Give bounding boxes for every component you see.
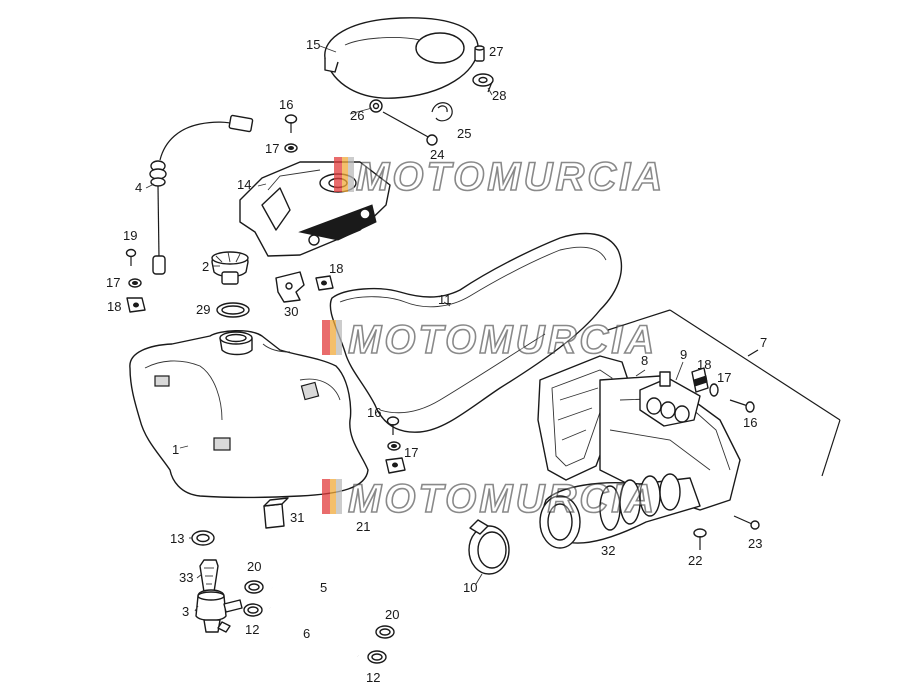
callout-30: 30 bbox=[284, 304, 298, 319]
callout-4: 4 bbox=[135, 180, 142, 195]
callout-17-right: 17 bbox=[717, 370, 731, 385]
part-25-clip bbox=[431, 102, 453, 122]
callout-31: 31 bbox=[290, 510, 304, 525]
callout-7: 7 bbox=[760, 335, 767, 350]
callout-26: 26 bbox=[350, 108, 364, 123]
callout-27: 27 bbox=[489, 44, 503, 59]
callout-12-right: 12 bbox=[366, 670, 380, 685]
callout-labels: 15 27 28 26 25 24 16 17 4 14 19 17 18 2 … bbox=[106, 37, 767, 685]
part-12-clamp-right bbox=[367, 650, 387, 664]
part-27-bushing bbox=[474, 45, 485, 62]
callout-16-top: 16 bbox=[279, 97, 293, 112]
callout-17-top: 17 bbox=[265, 141, 279, 156]
callout-33: 33 bbox=[179, 570, 193, 585]
part-16-bolt-right bbox=[729, 399, 755, 413]
part-29-gasket bbox=[216, 302, 250, 318]
part-5-hose bbox=[271, 586, 381, 633]
watermark-bottom: MOTOMURCIA bbox=[322, 476, 657, 522]
part-4-fuel-sensor bbox=[149, 114, 254, 275]
part-7-assembly-bracket bbox=[607, 309, 841, 477]
part-19-screw bbox=[125, 248, 137, 266]
callout-8: 8 bbox=[641, 353, 648, 368]
watermark-text: MOTOMURCIA bbox=[348, 477, 657, 521]
part-2-fuel-cap bbox=[211, 251, 249, 285]
callout-21: 21 bbox=[356, 519, 370, 534]
callout-15: 15 bbox=[306, 37, 320, 52]
callout-28: 28 bbox=[492, 88, 506, 103]
part-24-bolt bbox=[382, 111, 438, 146]
part-17-nut-mid bbox=[387, 441, 401, 451]
callout-23: 23 bbox=[748, 536, 762, 551]
part-20-clamp-right bbox=[375, 625, 395, 639]
part-10-hose-clamp bbox=[468, 519, 510, 575]
part-15-tank-cover bbox=[324, 17, 479, 99]
part-33-tap-filter bbox=[199, 559, 219, 593]
part-20-clamp-left bbox=[244, 580, 264, 594]
part-13-clamp bbox=[191, 530, 215, 546]
part-32-intake-boot bbox=[539, 473, 701, 549]
callout-19: 19 bbox=[123, 228, 137, 243]
part-17-nut-left bbox=[128, 278, 142, 288]
part-16-screw-top bbox=[284, 114, 298, 133]
callout-13: 13 bbox=[170, 531, 184, 546]
part-11-seat bbox=[329, 232, 623, 433]
watermark-middle: MOTOMURCIA bbox=[322, 317, 657, 363]
callout-20-left: 20 bbox=[247, 559, 261, 574]
part-17-washer-right bbox=[709, 383, 719, 397]
callout-24: 24 bbox=[430, 147, 444, 162]
callout-29: 29 bbox=[196, 302, 210, 317]
callout-2: 2 bbox=[202, 259, 209, 274]
part-31-rubber-block bbox=[263, 497, 289, 529]
callout-12-left: 12 bbox=[245, 622, 259, 637]
callout-18-right: 18 bbox=[697, 357, 711, 372]
part-28-washer bbox=[472, 73, 494, 93]
callout-25: 25 bbox=[457, 126, 471, 141]
part-22-bolt bbox=[693, 528, 707, 550]
part-17-nut-top bbox=[284, 143, 298, 153]
callout-18-left: 18 bbox=[107, 299, 121, 314]
callout-16-mid: 16 bbox=[367, 405, 381, 420]
part-23-screw bbox=[733, 515, 760, 530]
callout-17-mid: 17 bbox=[404, 445, 418, 460]
part-16-screw-mid bbox=[386, 416, 400, 435]
part-6-hose bbox=[269, 606, 359, 657]
callout-17-left: 17 bbox=[106, 275, 120, 290]
part-26-washer bbox=[369, 99, 383, 113]
part-3-fuel-tap bbox=[195, 589, 243, 633]
part-30-bracket bbox=[275, 271, 305, 303]
callout-32: 32 bbox=[601, 543, 615, 558]
part-18-clipnut-left bbox=[126, 297, 146, 313]
callout-22: 22 bbox=[688, 553, 702, 568]
callout-6: 6 bbox=[303, 626, 310, 641]
watermark-top: MOTOMURCIA bbox=[334, 154, 665, 200]
watermark-text: MOTOMURCIA bbox=[356, 155, 665, 199]
leader-lines bbox=[145, 45, 684, 612]
part-18-clip-right bbox=[691, 367, 709, 393]
watermark-text: MOTOMURCIA bbox=[348, 318, 657, 362]
callout-11: 11 bbox=[438, 292, 452, 307]
callout-16-right: 16 bbox=[743, 415, 757, 430]
callout-14: 14 bbox=[237, 177, 251, 192]
callout-18-mid: 18 bbox=[329, 261, 343, 276]
callout-9: 9 bbox=[680, 347, 687, 362]
part-9-intake bbox=[639, 371, 701, 427]
callout-1: 1 bbox=[172, 442, 179, 457]
part-12-clamp-left bbox=[243, 603, 263, 617]
callout-20-right: 20 bbox=[385, 607, 399, 622]
part-18-clipnut-mid bbox=[315, 275, 334, 291]
part-1-fuel-tank bbox=[129, 330, 369, 499]
part-21-clipnut bbox=[385, 457, 406, 474]
callout-10: 10 bbox=[463, 580, 477, 595]
callout-3: 3 bbox=[182, 604, 189, 619]
callout-5: 5 bbox=[320, 580, 327, 595]
